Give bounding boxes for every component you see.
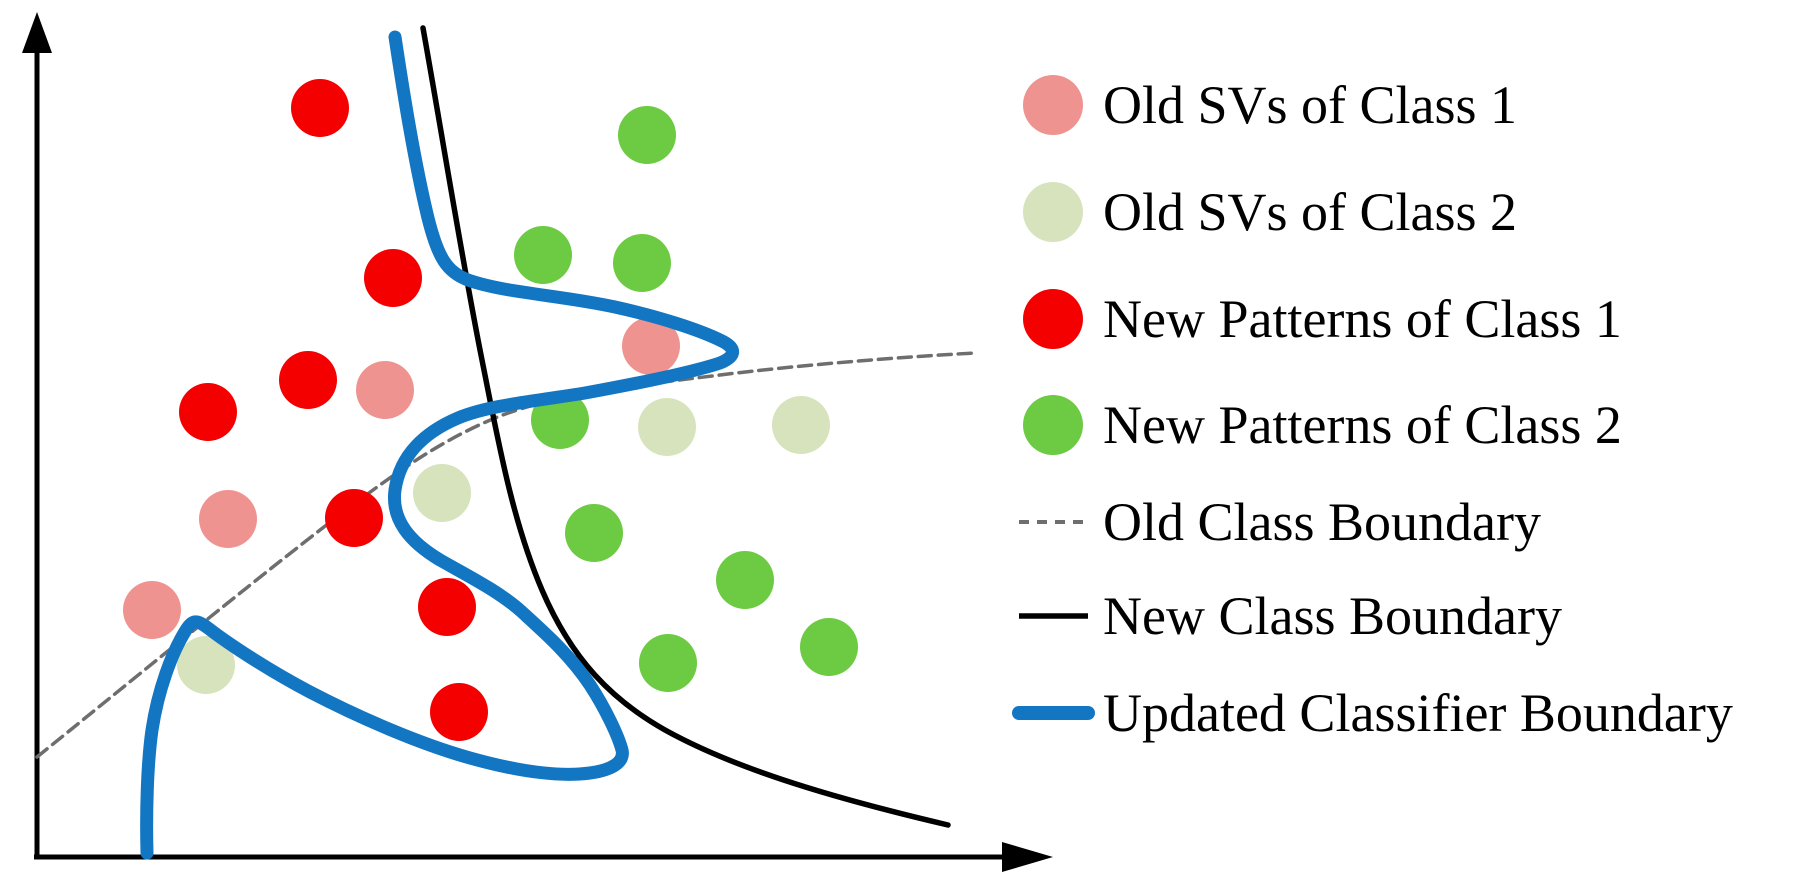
- new-patterns-class-1-point: [279, 351, 337, 409]
- new-patterns-class-2-point: [613, 234, 671, 292]
- legend-label: Updated Classifier Boundary: [1103, 683, 1733, 743]
- new-patterns-class-1-point: [430, 683, 488, 741]
- old-svs-class-2-point: [177, 636, 235, 694]
- new-patterns-class-2-point: [800, 618, 858, 676]
- new-patterns-class-1-point: [291, 79, 349, 137]
- legend-item-3: New Patterns of Class 2: [1023, 395, 1622, 455]
- old-svs-class-1-point: [356, 361, 414, 419]
- legend-circle-marker-icon: [1023, 395, 1083, 455]
- old-svs-class-1-point: [622, 317, 680, 375]
- data-points: [123, 79, 858, 741]
- legend-circle-marker-icon: [1023, 289, 1083, 349]
- points-old-svs-class-1: [123, 317, 680, 639]
- points-old-svs-class-2: [177, 396, 830, 694]
- legend-label: Old Class Boundary: [1103, 492, 1541, 552]
- new-patterns-class-2-point: [514, 226, 572, 284]
- legend: Old SVs of Class 1 Old SVs of Class 2 New …: [1012, 75, 1733, 743]
- new-patterns-class-2-point: [716, 551, 774, 609]
- legend-item-4: Old Class Boundary: [1019, 492, 1541, 552]
- old-svs-class-1-point: [123, 581, 181, 639]
- y-axis-arrowhead-icon: [22, 12, 52, 53]
- new-patterns-class-2-point: [618, 106, 676, 164]
- legend-label: New Class Boundary: [1103, 586, 1562, 646]
- legend-label: Old SVs of Class 1: [1103, 75, 1517, 135]
- new-patterns-class-2-point: [565, 504, 623, 562]
- new-class-boundary-path: [420, 25, 951, 828]
- legend-circle-marker-icon: [1023, 182, 1083, 242]
- axes: [22, 12, 1053, 872]
- new-patterns-class-1-point: [418, 578, 476, 636]
- legend-circle-marker-icon: [1023, 75, 1083, 135]
- legend-item-1: Old SVs of Class 2: [1023, 182, 1517, 242]
- old-svs-class-2-point: [638, 398, 696, 456]
- x-axis-arrowhead-icon: [1002, 842, 1053, 872]
- old-svs-class-2-point: [772, 396, 830, 454]
- old-svs-class-1-point: [199, 490, 257, 548]
- legend-label: New Patterns of Class 1: [1103, 289, 1622, 349]
- old-class-boundary-path: [35, 351, 977, 759]
- new-patterns-class-2-point: [639, 634, 697, 692]
- legend-item-5: New Class Boundary: [1019, 586, 1562, 646]
- new-patterns-class-1-point: [179, 383, 237, 441]
- legend-label: New Patterns of Class 2: [1103, 395, 1622, 455]
- new-patterns-class-1-point: [325, 489, 383, 547]
- updated-classifier-boundary-curve: [140, 30, 739, 860]
- new-patterns-class-1-point: [364, 249, 422, 307]
- old-class-boundary-curve: [35, 351, 977, 759]
- updated-classifier-boundary-path: [140, 30, 739, 860]
- legend-item-2: New Patterns of Class 1: [1023, 289, 1622, 349]
- old-svs-class-2-point: [413, 464, 471, 522]
- points-new-patterns-class-1: [179, 79, 488, 741]
- new-class-boundary-curve: [420, 25, 951, 828]
- legend-label: Old SVs of Class 2: [1103, 182, 1517, 242]
- legend-item-6: Updated Classifier Boundary: [1012, 683, 1733, 743]
- legend-item-0: Old SVs of Class 1: [1023, 75, 1517, 135]
